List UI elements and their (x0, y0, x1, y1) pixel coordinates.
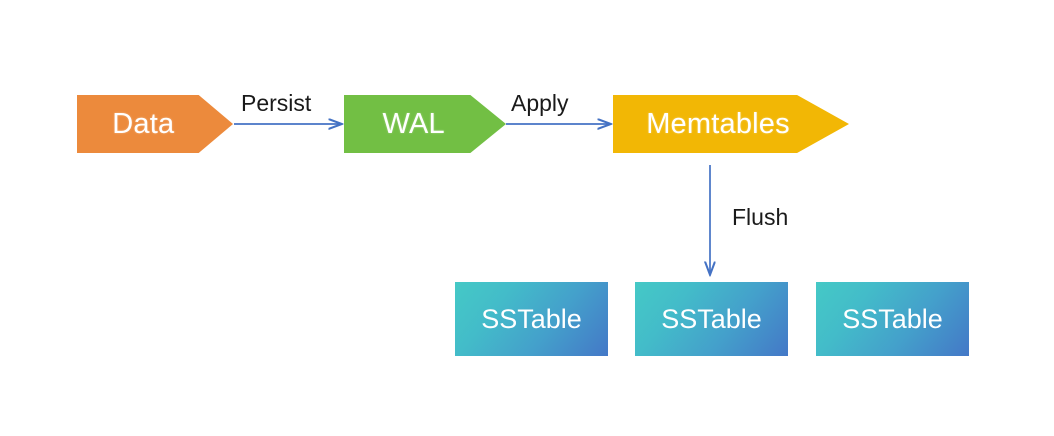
node-sstable-1-label: SSTable (481, 303, 582, 334)
node-sstable-3[interactable]: SSTable (816, 282, 969, 356)
node-data-label: Data (112, 107, 175, 140)
node-data[interactable]: Data (77, 95, 233, 153)
edge-label-apply: Apply (511, 90, 569, 116)
node-wal[interactable]: WAL (344, 95, 506, 153)
node-sstable-2-label: SSTable (661, 303, 762, 334)
node-sstable-1[interactable]: SSTable (455, 282, 608, 356)
edge-label-persist: Persist (241, 90, 312, 116)
node-memtables[interactable]: Memtables (613, 95, 849, 153)
edge-label-flush: Flush (732, 204, 789, 230)
node-sstable-3-label: SSTable (842, 303, 943, 334)
node-wal-label: WAL (382, 107, 445, 140)
node-memtables-label: Memtables (646, 107, 790, 140)
node-sstable-2[interactable]: SSTable (635, 282, 788, 356)
